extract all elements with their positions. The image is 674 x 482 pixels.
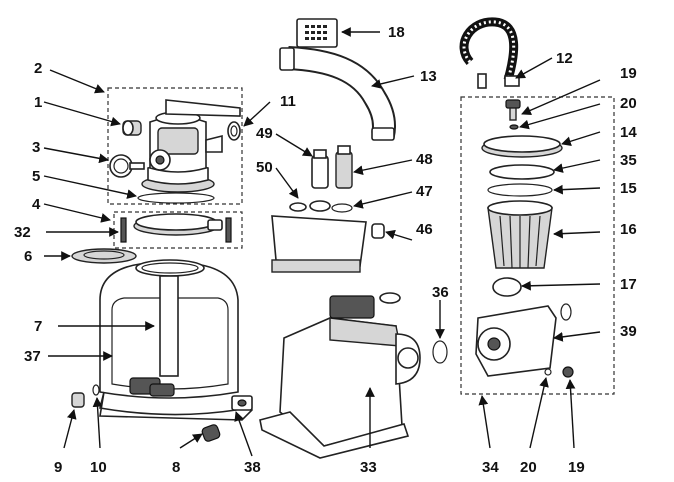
curved-hose-part (279, 46, 396, 141)
tank-lid-part (71, 248, 137, 264)
cartridge-set-part (311, 145, 353, 189)
callout-38: 38 (244, 459, 261, 476)
callout-50: 50 (256, 159, 273, 176)
valve-group-box (107, 87, 243, 205)
salt-cell-housing-part (271, 200, 385, 273)
strainer-oring-part (487, 183, 553, 197)
pump-oring-part (432, 340, 448, 364)
strainer-group-box (460, 96, 615, 395)
callout-9: 9 (54, 459, 63, 476)
callout-12: 12 (556, 50, 573, 67)
callout-34: 34 (482, 459, 499, 476)
callout-49: 49 (256, 125, 273, 142)
callout-20-top: 20 (620, 95, 637, 112)
callout-7: 7 (34, 318, 43, 335)
leader-lines (43, 27, 601, 457)
tank-base-part (99, 391, 253, 421)
callout-6: 6 (24, 248, 33, 265)
drain-nut-part (71, 392, 85, 408)
callout-19-top: 19 (620, 65, 637, 82)
strainer-bolt-part (505, 99, 521, 121)
clamp-ring-part (120, 213, 232, 243)
callout-47: 47 (416, 183, 433, 200)
strainer-seal-part (492, 277, 522, 297)
drain-bolt-part (562, 366, 574, 378)
callout-32: 32 (14, 224, 31, 241)
valve-fitting-part (122, 120, 142, 136)
callout-46: 46 (416, 221, 433, 238)
corrugated-hose-part (459, 17, 520, 89)
strainer-washer-part (509, 124, 519, 130)
valve-oring-part (227, 121, 241, 141)
drain-washer-part (544, 368, 552, 376)
pressure-gauge-part (109, 154, 145, 178)
callout-20-bottom: 20 (520, 459, 537, 476)
callout-33: 33 (360, 459, 377, 476)
multiport-valve-part (141, 99, 241, 193)
drain-oring-part (92, 384, 100, 396)
callout-19-bottom: 19 (568, 459, 585, 476)
callout-2: 2 (34, 60, 43, 77)
callout-14: 14 (620, 124, 637, 141)
callout-4: 4 (32, 196, 41, 213)
callout-5: 5 (32, 168, 41, 185)
callout-8: 8 (172, 459, 181, 476)
callout-10: 10 (90, 459, 107, 476)
callout-48: 48 (416, 151, 433, 168)
callout-15: 15 (620, 180, 637, 197)
strainer-housing-part (475, 303, 572, 377)
strainer-lid-part (481, 135, 563, 158)
callout-1: 1 (34, 94, 43, 111)
callout-36: 36 (432, 284, 449, 301)
strainer-disk-part (489, 164, 555, 180)
callout-17: 17 (620, 276, 637, 293)
callout-16: 16 (620, 221, 637, 238)
callout-39: 39 (620, 323, 637, 340)
callout-13: 13 (420, 68, 437, 85)
label-plate-part (296, 18, 338, 48)
callout-37: 37 (24, 348, 41, 365)
strainer-basket-part (487, 200, 553, 269)
pump-body-part (259, 292, 421, 459)
valve-gasket-part (137, 192, 215, 204)
callout-11: 11 (280, 93, 296, 110)
callout-35: 35 (620, 152, 637, 169)
drain-plug-part (201, 424, 221, 442)
callout-18: 18 (388, 24, 405, 41)
filter-tank-part (99, 259, 239, 399)
callout-3: 3 (32, 139, 41, 156)
